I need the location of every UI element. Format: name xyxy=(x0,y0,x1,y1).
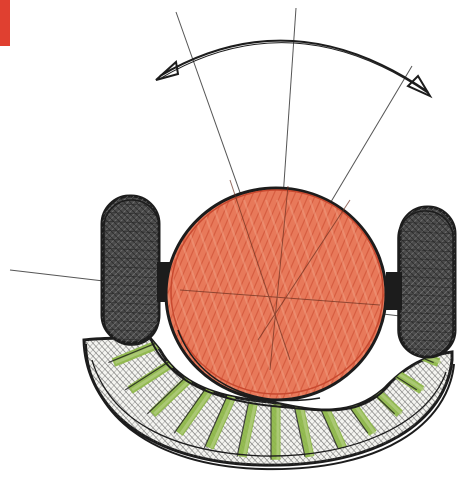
hatch-stroke xyxy=(0,340,18,470)
hatch-stroke xyxy=(0,340,6,470)
hatch-stroke xyxy=(0,340,36,470)
hatch-stroke xyxy=(0,340,84,470)
red-corner-mark xyxy=(0,0,10,46)
hatch-stroke xyxy=(0,194,118,346)
hatch-stroke xyxy=(0,340,96,470)
hatch-stroke xyxy=(0,340,90,470)
hatch-stroke xyxy=(0,340,48,470)
hatch-stroke xyxy=(0,340,54,470)
hatch-stroke xyxy=(0,340,18,470)
hatch-stroke xyxy=(0,340,42,470)
hatch-stroke xyxy=(0,340,12,470)
hatch-stroke xyxy=(0,194,118,346)
hatch-stroke xyxy=(0,340,60,470)
hatch-stroke xyxy=(0,340,54,470)
hatch-stroke xyxy=(0,340,66,470)
hatch-stroke xyxy=(0,340,78,470)
hatch-stroke xyxy=(0,194,112,346)
hatch-stroke xyxy=(0,340,72,470)
hatch-stroke xyxy=(0,194,100,346)
hatch-stroke xyxy=(0,340,42,470)
hatch-stroke xyxy=(0,340,6,470)
hatch-stroke xyxy=(0,340,36,470)
hatch-stroke xyxy=(0,340,96,470)
hatch-stroke xyxy=(0,194,112,346)
hatch-stroke xyxy=(0,340,66,470)
arc-arrowhead-left-icon xyxy=(156,62,178,80)
hatch-stroke xyxy=(0,340,78,470)
hatch-stroke xyxy=(0,340,90,470)
hatch-stroke xyxy=(0,340,84,470)
hatch-stroke xyxy=(0,340,30,470)
hatch-stroke xyxy=(0,340,72,470)
hatch-stroke xyxy=(0,194,106,346)
hatch-stroke xyxy=(0,340,60,470)
hatch-stroke xyxy=(0,340,30,470)
hatch-stroke xyxy=(0,340,24,470)
hatch-stroke xyxy=(0,340,24,470)
hatch-stroke xyxy=(0,194,100,346)
hatch-stroke xyxy=(0,194,106,346)
hatch-stroke xyxy=(0,340,12,470)
hatch-stroke xyxy=(0,340,48,470)
